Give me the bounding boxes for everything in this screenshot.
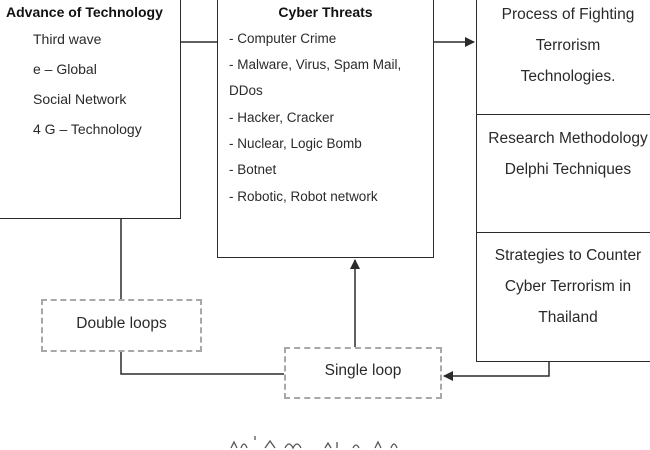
double-loops-label: Double loops xyxy=(76,315,167,332)
strategies-line: Cyber Terrorism in xyxy=(504,278,632,295)
threat-item: DDos xyxy=(229,83,263,98)
strategies-line: Thailand xyxy=(538,309,598,326)
double-loops-box xyxy=(41,299,202,352)
cyber-threats-title: Cyber Threats xyxy=(278,4,373,20)
threat-item: - Botnet xyxy=(229,162,277,177)
research-methodology-box xyxy=(476,114,650,233)
threat-item: - Malware, Virus, Spam Mail, xyxy=(229,57,402,72)
advance-of-technology-box xyxy=(0,0,181,219)
advance-item: Third wave xyxy=(33,31,102,47)
cyber-threats-box xyxy=(217,0,434,258)
research-line: Research Methodology xyxy=(488,130,648,147)
threat-item: - Computer Crime xyxy=(229,31,337,46)
threat-item: - Nuclear, Logic Bomb xyxy=(229,136,362,151)
advance-title: Advance of Technology xyxy=(6,4,163,20)
process-line: Terrorism xyxy=(535,37,601,54)
clipped-caption-glyphs xyxy=(230,436,398,450)
process-box xyxy=(476,0,650,115)
advance-item: 4 G – Technology xyxy=(33,121,142,137)
strategies-box xyxy=(476,232,650,362)
clipped-caption xyxy=(225,436,425,450)
strategies-line: Strategies to Counter xyxy=(494,247,642,264)
advance-item: e – Global xyxy=(33,61,97,77)
arrow-strategies-to-single-loop xyxy=(443,361,550,381)
connector-single-loop-to-advance xyxy=(120,218,284,375)
process-line: Process of Fighting xyxy=(501,6,635,23)
advance-item: Social Network xyxy=(33,91,127,107)
threat-item: - Robotic, Robot network xyxy=(229,189,378,204)
process-line: Technologies. xyxy=(520,68,616,85)
single-loop-box xyxy=(284,347,442,399)
research-line: Delphi Techniques xyxy=(504,161,632,178)
threat-item: - Hacker, Cracker xyxy=(229,110,335,125)
single-loop-label: Single loop xyxy=(324,362,402,379)
